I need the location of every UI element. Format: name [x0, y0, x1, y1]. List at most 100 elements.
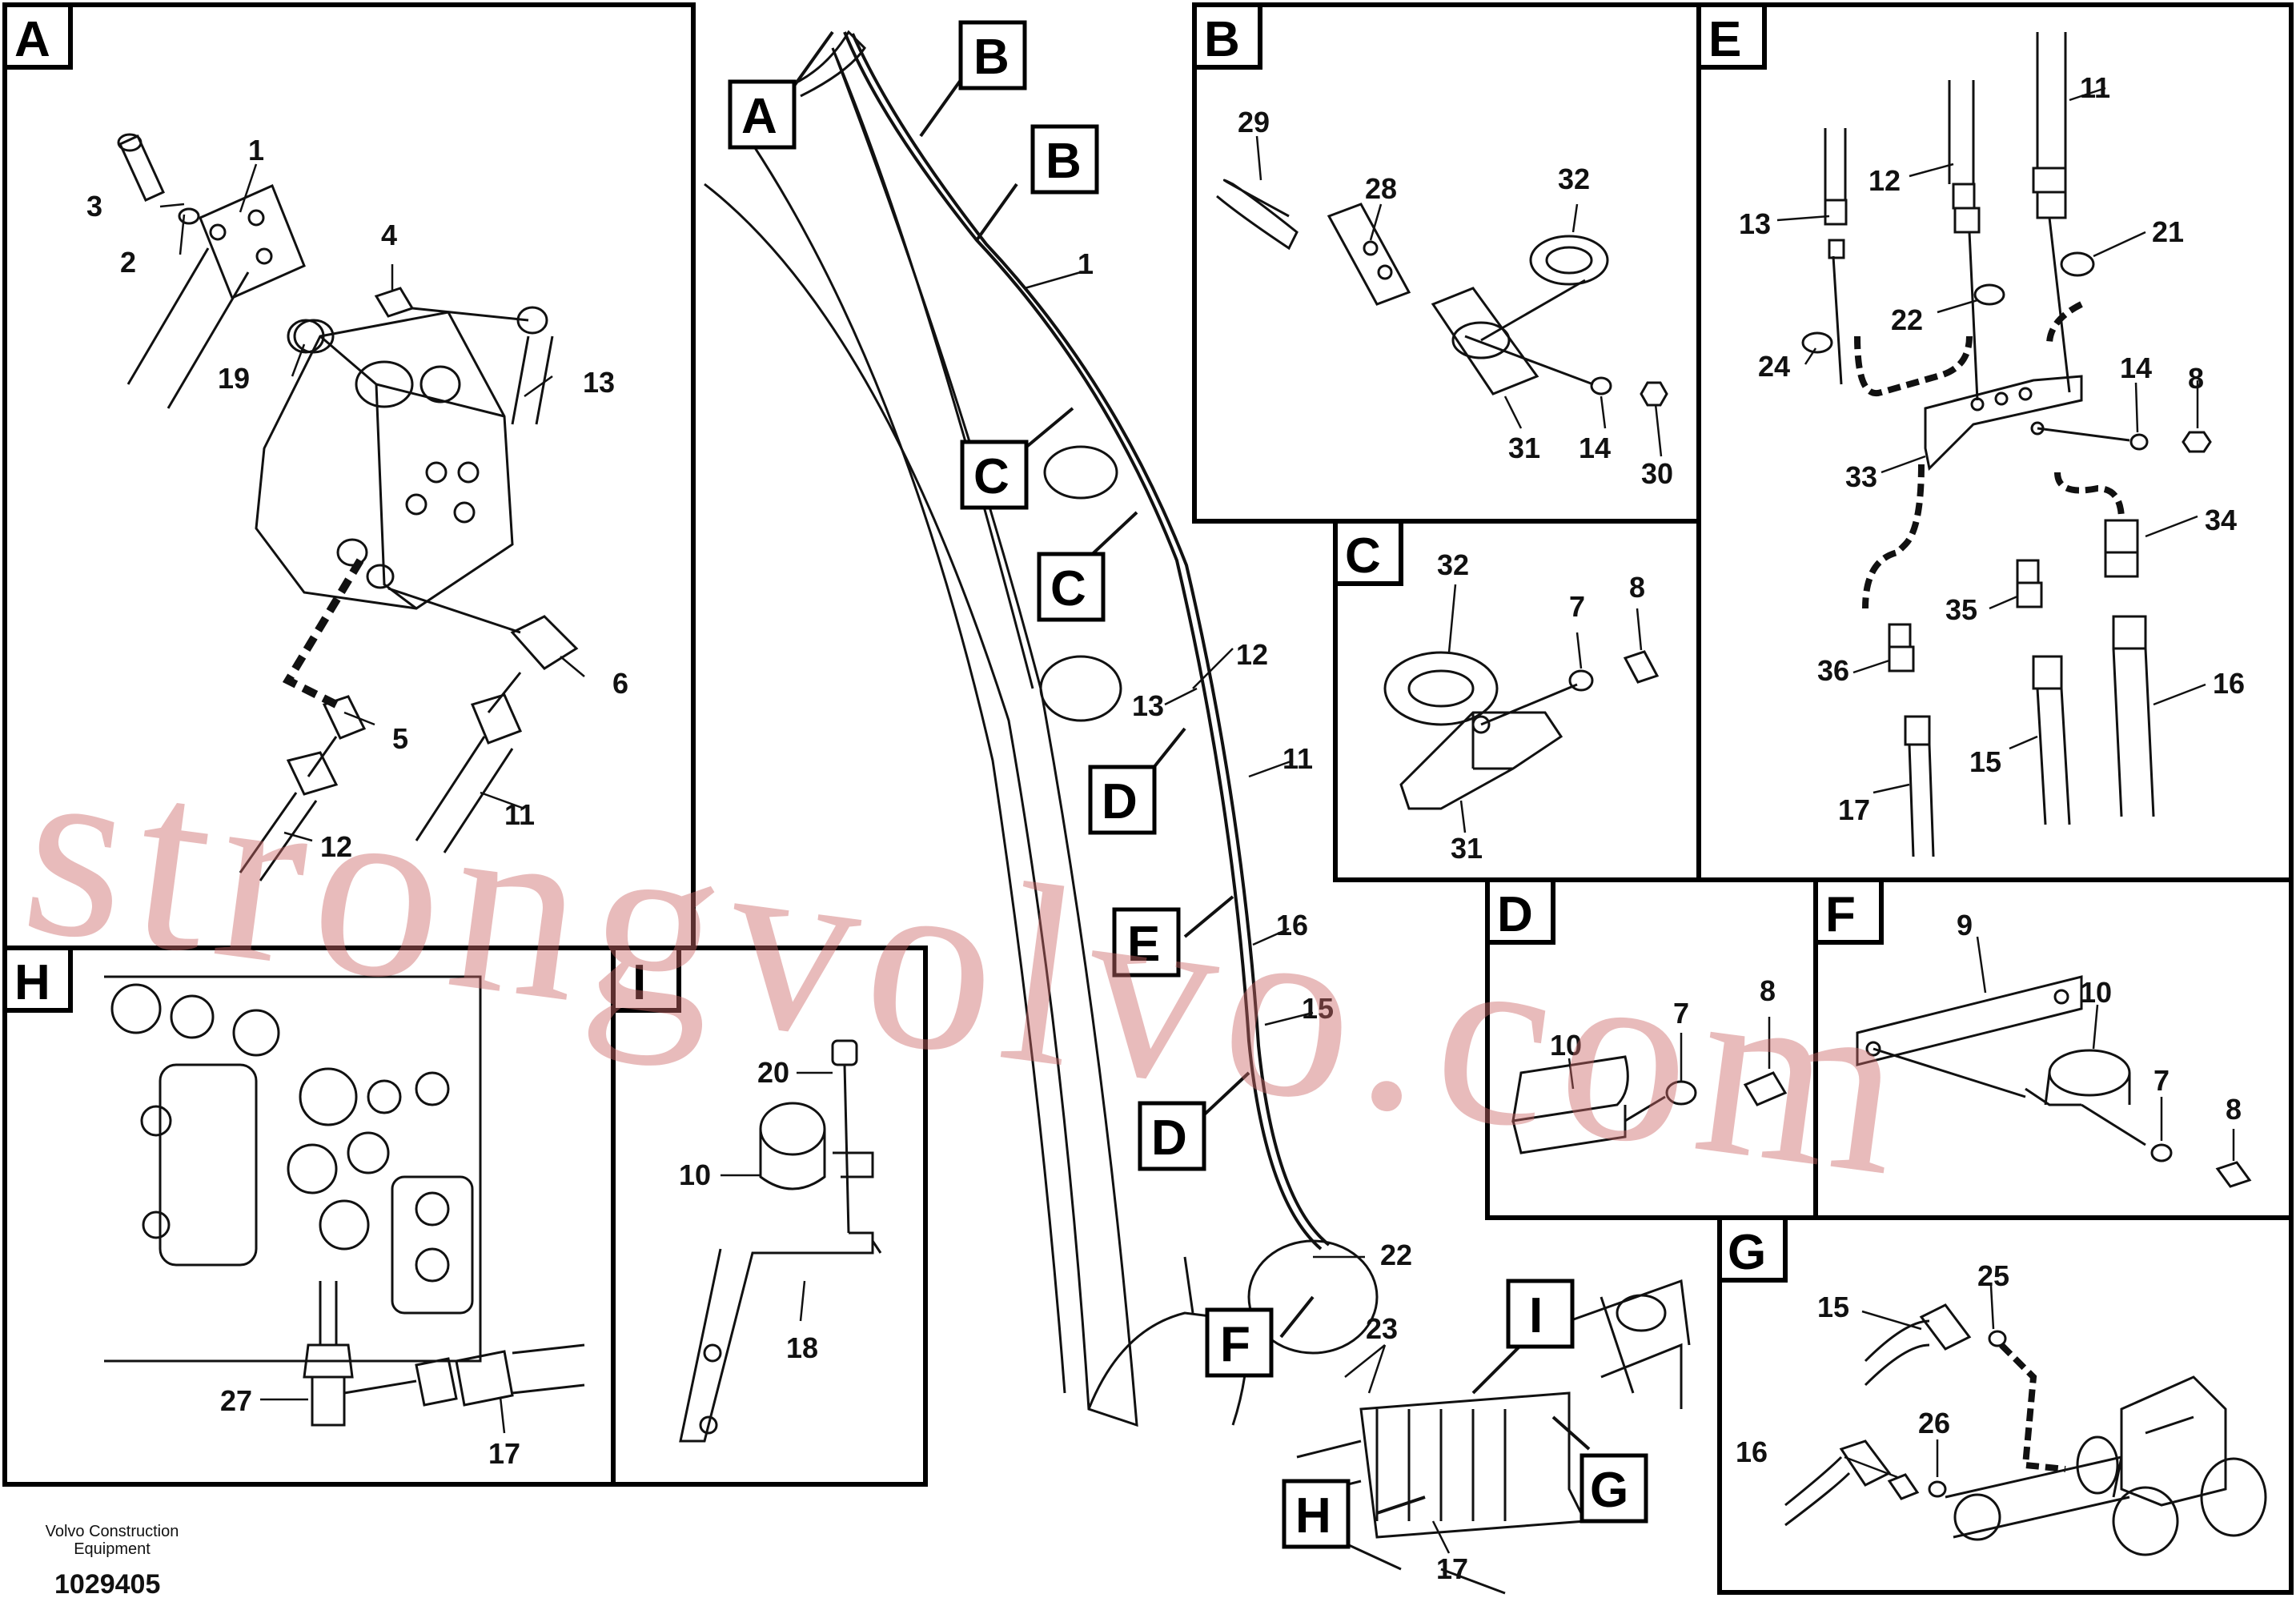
callout-e-24: 24 [1758, 350, 1790, 383]
panel-d-leaders [1567, 1017, 1771, 1090]
callout-a-6: 6 [612, 667, 628, 700]
callout-a-4: 4 [381, 219, 397, 251]
callout-box-g-group: G [1580, 1453, 1648, 1524]
callout-i-10: 10 [679, 1158, 711, 1191]
callout-e-15: 15 [1969, 745, 2001, 778]
callout-box-d1[interactable] [1088, 765, 1157, 835]
callout-e-8: 8 [2188, 362, 2204, 395]
callout-b-28: 28 [1365, 172, 1397, 205]
callout-b-31: 31 [1508, 432, 1540, 464]
callout-e-16: 16 [2213, 667, 2245, 700]
brand-caption: Volvo Construction Equipment [16, 1523, 208, 1558]
callout-e-22: 22 [1891, 303, 1923, 336]
panel-h-leaders [260, 1396, 506, 1434]
callout-e-33: 33 [1845, 460, 1877, 493]
callout-i-18: 18 [786, 1331, 818, 1364]
callout-g-15: 15 [1817, 1291, 1849, 1323]
callout-box-d2-group: D [1138, 1101, 1206, 1171]
panel-b-leaders [1255, 135, 1663, 457]
callout-box-d1-label: D [1102, 774, 1138, 829]
callout-a-5: 5 [392, 722, 408, 755]
panel-c: C 32 7 8 31 [1333, 519, 1701, 882]
callout-e-21: 21 [2152, 215, 2184, 248]
callout-box-h-group: H [1282, 1479, 1351, 1549]
callout-c-31: 31 [1451, 832, 1483, 865]
panel-d: D 10 7 8 [1485, 877, 1818, 1220]
callout-box-a[interactable] [728, 79, 797, 150]
panel-e-leaders [1776, 86, 2206, 794]
callout-box-a-group: A [728, 79, 797, 150]
callout-g-16: 16 [1736, 1435, 1768, 1468]
panel-a-leaders [159, 163, 585, 842]
callout-box-b2[interactable] [1030, 124, 1099, 195]
callout-box-f-group: F [1205, 1307, 1274, 1378]
panel-h-drawing [104, 975, 585, 1427]
main-callout-15: 15 [1302, 992, 1334, 1025]
callout-box-b1[interactable] [958, 20, 1027, 90]
callout-box-e[interactable] [1112, 907, 1181, 978]
panel-h-tag: H [14, 955, 50, 1010]
callout-b-29: 29 [1238, 106, 1270, 139]
callout-box-c1[interactable] [960, 440, 1029, 510]
panel-a-tag: A [14, 12, 50, 67]
callout-box-b2-label: B [1046, 134, 1082, 189]
main-callout-12: 12 [1236, 638, 1268, 671]
callout-a-2: 2 [120, 246, 136, 279]
callout-box-g-label: G [1590, 1463, 1628, 1518]
callout-c-7: 7 [1569, 590, 1585, 623]
callout-box-i[interactable] [1506, 1279, 1575, 1349]
callout-b-30: 30 [1641, 457, 1673, 490]
panel-b-tag-box [1192, 2, 1262, 70]
main-leaders [1024, 271, 1451, 1554]
panel-i: I 20 10 18 [611, 946, 928, 1487]
callout-f-10: 10 [2080, 976, 2112, 1009]
panel-h-frame [2, 946, 616, 1487]
panel-i-tag: I [632, 955, 646, 1010]
callout-e-11: 11 [2080, 71, 2110, 104]
callout-c-8: 8 [1629, 571, 1645, 604]
callout-e-36: 36 [1817, 654, 1849, 687]
callout-e-12: 12 [1869, 164, 1901, 197]
callout-box-f-label: F [1220, 1317, 1250, 1372]
callout-h-27: 27 [220, 1384, 252, 1417]
callout-e-35: 35 [1945, 593, 1977, 626]
callout-box-b1-group: B [958, 20, 1027, 90]
callout-box-f[interactable] [1205, 1307, 1274, 1378]
main-callout-16: 16 [1276, 909, 1308, 942]
panel-h: H 27 17 [2, 946, 616, 1487]
panel-g-leaders [1844, 1285, 1995, 1479]
callout-d-10: 10 [1550, 1029, 1582, 1062]
callout-box-d1-group: D [1088, 765, 1157, 835]
panel-b-frame [1192, 2, 1701, 524]
callout-box-d2[interactable] [1138, 1101, 1206, 1171]
main-view: A B B C C D E D [704, 20, 1691, 1595]
panel-g-tag-box [1717, 1215, 1788, 1283]
panel-e-tag: E [1708, 12, 1741, 67]
panel-b: B 29 28 32 31 14 30 [1192, 2, 1701, 524]
panel-f-drawing [1856, 975, 2252, 1188]
callout-box-h[interactable] [1282, 1479, 1351, 1549]
panel-c-tag-box [1333, 519, 1403, 586]
callout-a-3: 3 [86, 190, 102, 223]
callout-a-12: 12 [320, 830, 352, 863]
callout-d-7: 7 [1673, 997, 1689, 1030]
callout-a-19: 19 [218, 362, 250, 395]
panel-g-frame [1717, 1215, 2294, 1595]
callout-e-17: 17 [1838, 793, 1870, 826]
callout-box-g[interactable] [1580, 1453, 1648, 1524]
callout-b-32: 32 [1558, 163, 1590, 195]
panel-f-tag-box [1813, 877, 1884, 945]
callout-box-c2[interactable] [1037, 552, 1106, 622]
callout-a-1: 1 [248, 134, 264, 167]
callout-box-a-label: A [741, 89, 777, 144]
callout-e-34: 34 [2205, 504, 2237, 536]
callout-d-8: 8 [1760, 974, 1776, 1007]
callout-box-e-group: E [1112, 907, 1181, 978]
panel-a-frame [2, 2, 696, 950]
panel-i-tag-box [611, 946, 681, 1013]
document-number: 1029405 [54, 1569, 161, 1600]
callout-box-c1-group: C [960, 440, 1029, 510]
panel-b-tag: B [1204, 12, 1240, 67]
panel-f-tag: F [1825, 887, 1856, 942]
callout-c-32: 32 [1437, 548, 1469, 581]
